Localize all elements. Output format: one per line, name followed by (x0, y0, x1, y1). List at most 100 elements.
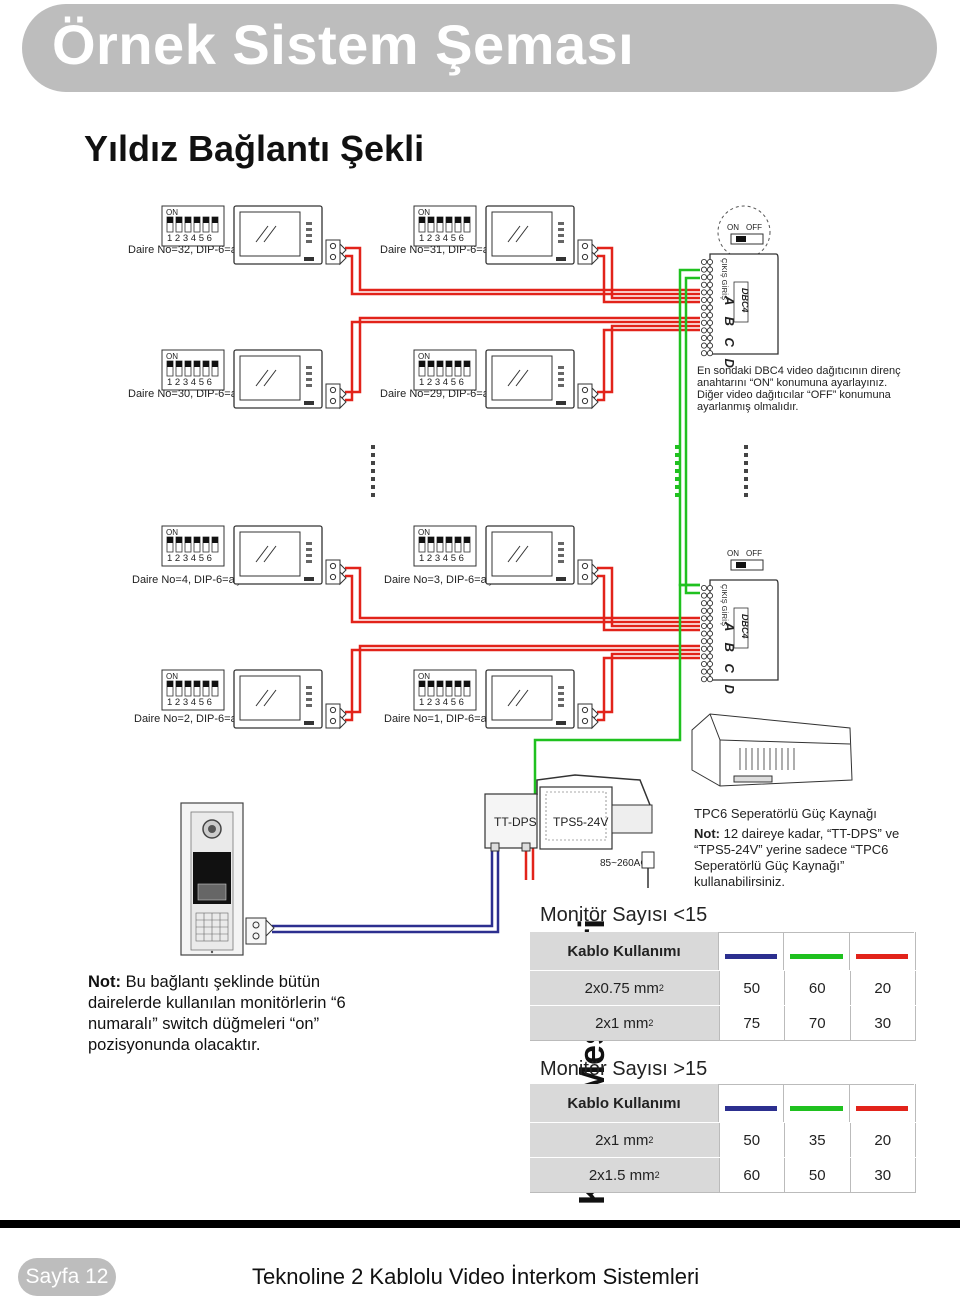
switch-on-label: ON (727, 549, 739, 558)
blue-wire-swatch (718, 1084, 784, 1122)
wire-red (597, 566, 700, 628)
distance-value: 50 (718, 971, 785, 1005)
switch-off-label: OFF (746, 549, 762, 558)
dip-switch: ON 1 2 3 4 5 6 (413, 525, 477, 567)
page-number: Sayfa 12 (18, 1258, 116, 1296)
wires (272, 246, 700, 934)
tps-label: TPS5-24V (553, 815, 608, 829)
apartment-label: Daire No=30, DIP-6=açık (128, 388, 251, 400)
dip-switch: ON1 2 3 4 5 6 (161, 205, 225, 247)
wire-red (597, 246, 700, 300)
section-subtitle: Yıldız Bağlantı Şekli (84, 128, 425, 169)
distance-value: 50 (718, 1123, 785, 1157)
dip-on-label: ON (418, 208, 430, 217)
dbc-input-label: ÇIKIŞ GİRİŞ (720, 258, 729, 300)
red-wire-swatch (848, 932, 915, 970)
termination-switch: ON OFF (727, 549, 764, 571)
monitor-terminal (577, 559, 599, 586)
dbc-name: DBC4 (740, 614, 750, 639)
apartment-label: Daire No=32, DIP-6=açık (128, 244, 251, 256)
dip-numbers: 1 2 3 4 5 6 (419, 553, 464, 564)
monitor-icon (485, 349, 575, 409)
dip-on-label: ON (418, 672, 430, 681)
dbc-terminal-letters: A B C D (722, 295, 737, 372)
apartment-label: Daire No=3, DIP-6=açık (384, 574, 501, 586)
monitor-terminal (325, 239, 347, 266)
dip-on-label: ON (166, 528, 178, 537)
dip-numbers: 1 2 3 4 5 6 (167, 697, 212, 708)
wire-red (597, 328, 700, 402)
tpc6-note-text: 12 daireye kadar, “TT-DPS” ve “TPS5-24V”… (694, 826, 900, 889)
wire-blue (272, 848, 494, 928)
header-bar (22, 4, 937, 92)
footer-title: Teknoline 2 Kablolu Video İnterkom Siste… (252, 1264, 700, 1289)
tt-dps-unit: TT-DPS (484, 793, 538, 852)
dip-on-label: ON (418, 528, 430, 537)
distance-value: 60 (784, 971, 850, 1005)
green-wire-swatch (783, 932, 849, 970)
table-header-cable-usage: Kablo Kullanımı (530, 932, 719, 970)
monitor-icon (233, 349, 323, 409)
dbc-terminal-letters: A B C D (722, 621, 737, 698)
wire-red (597, 254, 700, 304)
dip-numbers: 1 2 3 4 5 6 (419, 377, 464, 388)
distance-value: 20 (849, 1123, 917, 1157)
dip-switch: ON1 2 3 4 5 6 (161, 349, 225, 391)
ac-label: 85~260AC (600, 858, 648, 869)
table1-title: Monitör Sayısı <15 (540, 904, 708, 926)
switch-off-label: OFF (746, 223, 762, 232)
apartment-label: Daire No=4, DIP-6=açık (132, 574, 249, 586)
monitor-terminal (325, 703, 347, 730)
dip-on-label: ON (166, 208, 178, 217)
tpc6-unit (691, 713, 853, 787)
dip-switch: ON 1 2 3 4 5 6 (413, 205, 477, 247)
distance-value: 35 (784, 1123, 850, 1157)
distance-value: 60 (718, 1158, 785, 1192)
apartment-label: Daire No=1, DIP-6=açık (384, 713, 501, 725)
tps-unit: TPS5-24V 85~260AC (539, 786, 655, 869)
monitor-terminal (577, 703, 599, 730)
wire-blue (272, 848, 500, 934)
continuation-dots (371, 445, 748, 500)
dip-numbers: 1 2 3 4 5 6 (167, 553, 212, 564)
monitor-switch-note-bold: Not: (88, 973, 121, 991)
wire-green (684, 276, 700, 595)
dip-numbers: 1 2 3 4 5 6 (419, 233, 464, 244)
tpc6-note: Not: 12 daireye kadar, “TT-DPS” ve “TPS5… (694, 826, 924, 890)
tpc6-note-bold: Not: (694, 826, 720, 841)
keypad-icon (195, 912, 229, 942)
wire-red (345, 648, 700, 722)
wire-red (597, 652, 700, 714)
dbc-name: DBC4 (740, 288, 750, 313)
switch-on-label: ON (727, 223, 739, 232)
table-header-cable-usage: Kablo Kullanımı (530, 1084, 719, 1122)
blue-wire-swatch (718, 932, 784, 970)
monitor-icon (233, 205, 323, 265)
dip-switch: ON1 2 3 4 5 6 (413, 669, 477, 711)
apartment-label: Daire No=29, DIP-6=açık (380, 388, 503, 400)
apartment-unit: ON 1 2 3 4 5 6 Daire No=4, DIP-6=açık (132, 525, 347, 586)
page-title: Örnek Sistem Şeması (52, 13, 635, 76)
tpc6-title: TPC6 Seperatörlü Güç Kaynağı (694, 806, 877, 821)
door-station (180, 802, 275, 956)
wire-red (597, 656, 700, 722)
monitor-icon (485, 205, 575, 265)
distance-value: 30 (849, 1006, 917, 1040)
tt-dps-label: TT-DPS (494, 815, 537, 829)
table2-title: Monitör Sayısı >15 (540, 1058, 708, 1080)
door-terminal (245, 917, 275, 945)
red-wire-swatch (848, 1084, 915, 1122)
dip-switch: ON1 2 3 4 5 6 (161, 669, 225, 711)
monitor-terminal (325, 559, 347, 586)
apartment-unit: ON 1 2 3 4 5 6 Daire No=3, DIP-6=açık (384, 525, 599, 586)
